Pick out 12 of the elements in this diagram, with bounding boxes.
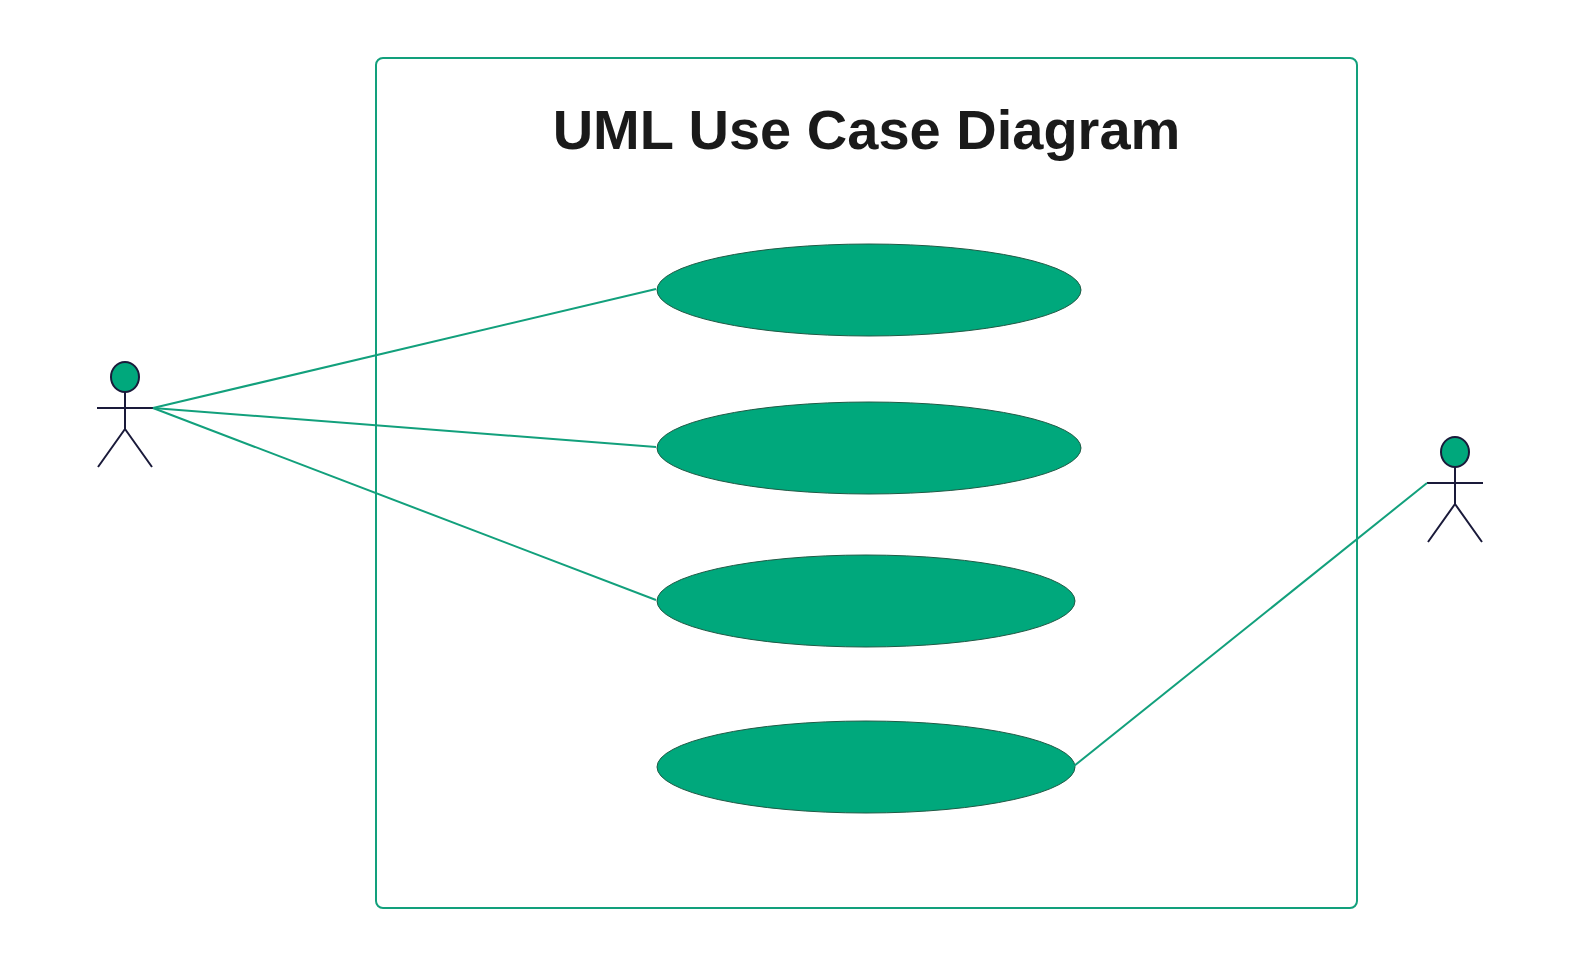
- use-case-ellipse: [656, 720, 1076, 814]
- association-line: [152, 288, 657, 409]
- actor-figure: [1427, 436, 1483, 543]
- use-case-ellipse: [656, 554, 1076, 648]
- actor-figure: [97, 361, 153, 468]
- system-boundary-label: UML Use Case Diagram: [552, 97, 1181, 162]
- association-line: [152, 407, 657, 448]
- association-line: [1073, 482, 1428, 767]
- use-case-ellipse: [656, 401, 1082, 495]
- system-boundary: [375, 57, 1358, 909]
- use-case-ellipse: [656, 243, 1082, 337]
- association-line: [152, 407, 657, 601]
